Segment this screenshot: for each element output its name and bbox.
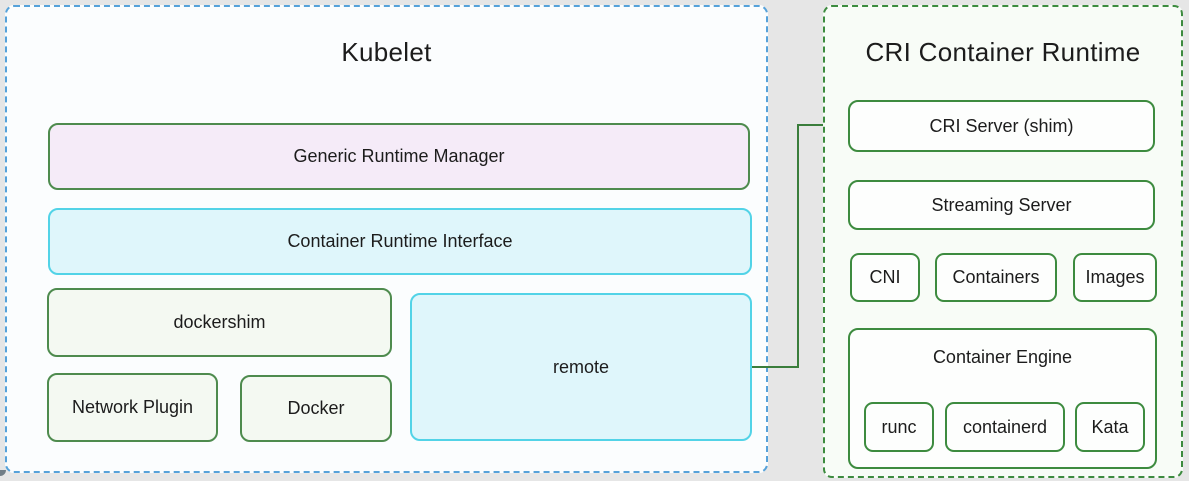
runc-label: runc: [881, 416, 917, 437]
remote-label: remote: [552, 356, 610, 377]
cni-label: CNI: [869, 267, 901, 287]
cri-container-runtime-title: CRI Container Runtime: [865, 37, 1141, 67]
containerd-label: containerd: [962, 416, 1048, 437]
dockershim-box: dockershim: [47, 288, 392, 357]
dockershim-label: dockershim: [173, 312, 266, 332]
network-plugin-label: Network Plugin: [71, 397, 194, 417]
containers-label: Containers: [952, 267, 1040, 287]
generic-runtime-manager-box: Generic Runtime Manager: [48, 123, 750, 190]
images-box: Images: [1073, 253, 1157, 302]
cri-container-runtime-panel: CRI Container Runtime CRI Server (shim) …: [823, 5, 1183, 478]
docker-label: Docker: [287, 398, 345, 418]
containers-box: Containers: [935, 253, 1057, 302]
cri-server-shim-box: CRI Server (shim): [848, 100, 1155, 152]
images-label: Images: [1085, 267, 1145, 287]
streaming-server-box: Streaming Server: [848, 180, 1155, 230]
bottom-left-corner-artifact: [0, 470, 6, 476]
containerd-box: containerd: [945, 402, 1065, 452]
kubelet-panel: Kubelet Generic Runtime Manager Containe…: [5, 5, 768, 473]
container-engine-box: Container Engine runc containerd Kata: [848, 328, 1157, 469]
cri-server-shim-label: CRI Server (shim): [929, 115, 1074, 136]
docker-box: Docker: [240, 375, 392, 442]
container-engine-label: Container Engine: [932, 347, 1073, 367]
remote-box: remote: [410, 293, 752, 441]
runc-box: runc: [864, 402, 934, 452]
container-runtime-interface-label: Container Runtime Interface: [287, 231, 513, 251]
network-plugin-box: Network Plugin: [47, 373, 218, 442]
kubelet-title: Kubelet: [341, 37, 432, 67]
streaming-server-label: Streaming Server: [931, 194, 1072, 215]
container-runtime-interface-box: Container Runtime Interface: [48, 208, 752, 275]
generic-runtime-manager-label: Generic Runtime Manager: [293, 146, 505, 166]
kata-label: Kata: [1091, 416, 1129, 437]
kata-box: Kata: [1075, 402, 1145, 452]
cni-box: CNI: [850, 253, 920, 302]
